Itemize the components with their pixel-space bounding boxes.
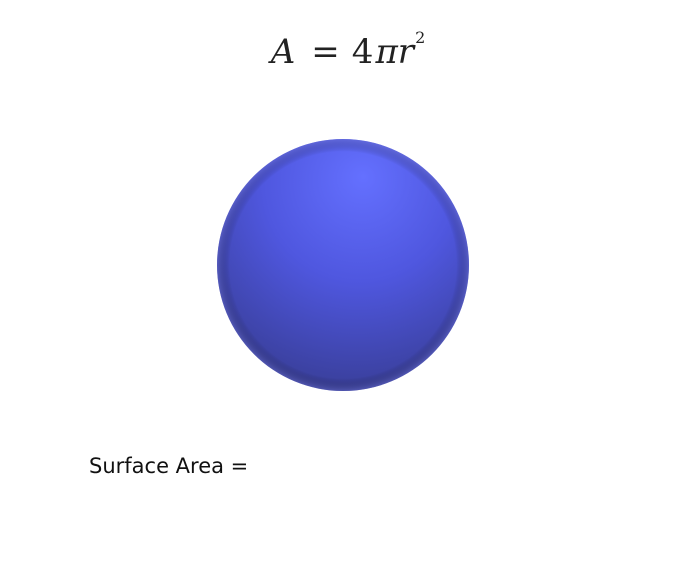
formula-area-symbol: A [270,32,296,72]
formula-equals: = [311,32,340,72]
sphere-illustration [216,138,470,392]
formula-coefficient: 4 [351,32,374,72]
formula: A = 4πr2 [0,28,696,72]
sphere-rim [217,139,469,391]
formula-radius: r [397,32,415,72]
surface-area-label: Surface Area = [89,454,249,478]
formula-pi: π [375,32,398,72]
sphere-svg [217,139,469,391]
formula-exponent: 2 [415,28,426,47]
